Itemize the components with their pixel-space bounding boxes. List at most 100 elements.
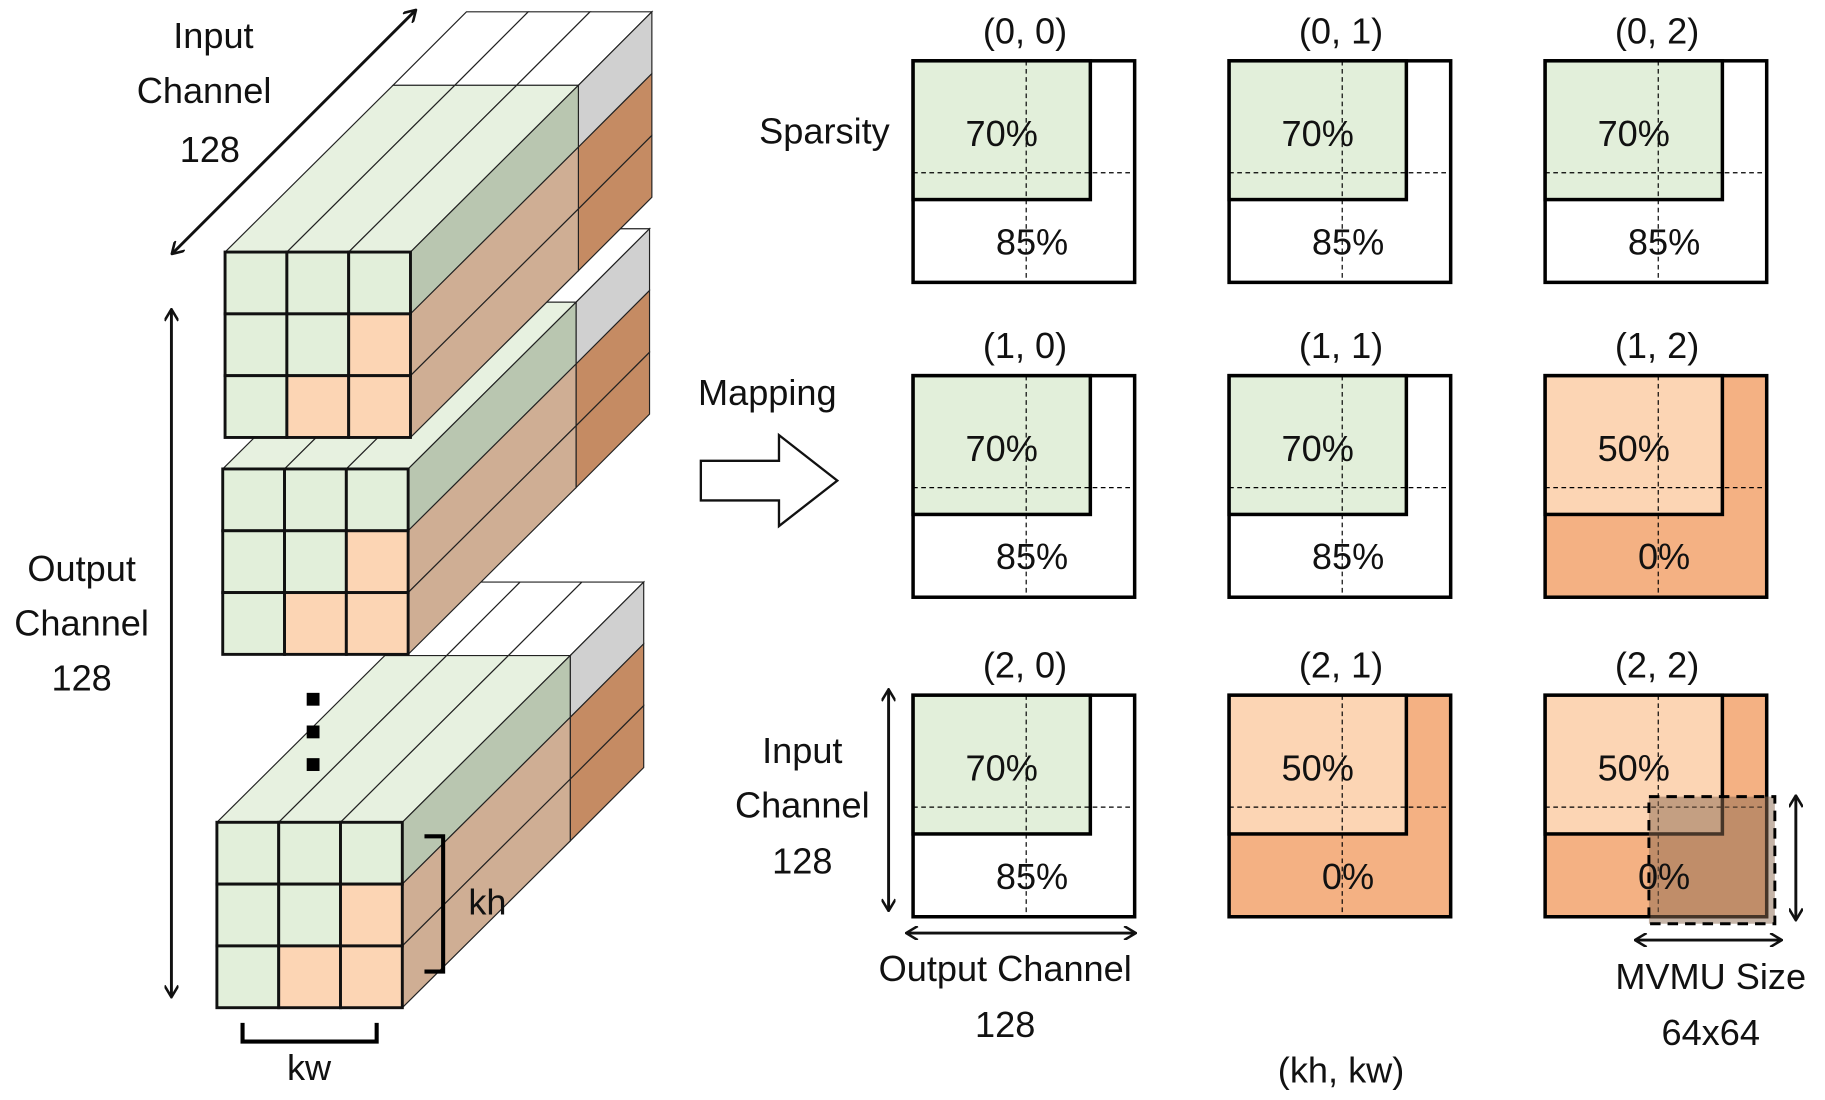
kernel-cell — [285, 312, 351, 378]
position-label: (1, 1) — [1299, 325, 1383, 366]
kernel-position-grid-text: (0, 0)70%85%(0, 1)70%85%(0, 2)70%85%(1, … — [966, 10, 1701, 896]
kernel-position-cell-text: (0, 2) 70% 85% — [1598, 10, 1701, 262]
right-output-channel-label: Output Channel — [879, 948, 1132, 989]
position-label: (2, 2) — [1615, 645, 1699, 686]
kw-bracket — [240, 1022, 379, 1044]
kernel-cell — [283, 591, 348, 656]
kernel-cell — [215, 882, 281, 948]
outer-sparsity-value: 0% — [1638, 536, 1690, 577]
kernel-cell — [285, 374, 351, 439]
kernel-position-cell — [1227, 373, 1453, 599]
input-channel-label: Channel — [137, 70, 272, 111]
kernel-position-cell-text: (2, 1)50%0% — [1282, 645, 1384, 897]
crossbar-inner — [1227, 59, 1409, 202]
kernel-position-cell — [1543, 373, 1769, 599]
kernel-cell — [221, 591, 286, 656]
outer-sparsity-value: 85% — [996, 856, 1068, 897]
crossbar-inner — [1543, 373, 1725, 517]
kernel-position-cell — [911, 59, 1137, 285]
position-label: (2, 1) — [1299, 645, 1383, 686]
inner-sparsity-value: 70% — [1282, 113, 1354, 154]
input-channel-value: 128 — [180, 129, 240, 170]
right-input-channel-label: Channel — [735, 785, 870, 826]
kernel-cell — [283, 467, 348, 533]
kernel-cell — [221, 467, 286, 533]
kernel-position-cell-text: (0, 0)70%85% — [966, 10, 1069, 262]
right-output-channel-value: 128 — [975, 1004, 1035, 1045]
sparsity-label: Sparsity — [759, 111, 890, 152]
output-channel-label: Output — [27, 548, 136, 589]
kh-label: kh — [468, 881, 506, 922]
mvmu-size-value: 64x64 — [1661, 1012, 1759, 1053]
inner-sparsity-value: 70% — [1598, 113, 1670, 154]
outer-sparsity-value: 85% — [996, 221, 1068, 262]
mapping-label: Mapping — [698, 372, 837, 413]
kernel-cell — [277, 820, 342, 886]
kernel-cell — [344, 591, 410, 656]
output-channel-label: Channel — [14, 603, 149, 644]
kernel-position-cell-text: (1, 2) 50% 0% — [1598, 325, 1700, 577]
outer-sparsity-value: 85% — [1628, 221, 1700, 262]
kernel-position-cell-text: (0, 1) 70% 85% — [1282, 10, 1385, 262]
kernel-cell — [223, 312, 289, 378]
ellipsis-dots — [306, 692, 320, 771]
crossbar-inner — [911, 59, 1093, 202]
kernel-cell — [347, 250, 412, 316]
outer-sparsity-value: 0% — [1638, 856, 1690, 897]
kernel-position-cell — [911, 373, 1137, 599]
outer-sparsity-value: 85% — [996, 536, 1068, 577]
kernel-position-cell-text: (2, 2) 50% 0% — [1598, 645, 1700, 897]
kernel-cell — [283, 529, 348, 595]
kernel-cell — [339, 944, 404, 1010]
kernel-cell — [215, 820, 281, 886]
input-channel-arrow — [173, 11, 416, 254]
kernel-cell — [223, 250, 289, 316]
kernel-cell — [347, 312, 412, 378]
kernel-cell — [215, 944, 281, 1010]
crossbar-inner — [1543, 59, 1725, 202]
output-channel-value: 128 — [51, 658, 111, 699]
kernel-cell — [277, 882, 342, 948]
kernel-position-cell-text: (1, 0) 70% 85% — [966, 325, 1069, 577]
inner-sparsity-value: 70% — [966, 747, 1038, 788]
right-input-channel-label: Input — [762, 730, 842, 771]
crossbar-inner — [911, 693, 1093, 836]
mvmu-size-label: MVMU Size — [1615, 956, 1806, 997]
inner-sparsity-value: 50% — [1598, 747, 1670, 788]
kernel-cell — [347, 374, 412, 439]
kernel-cell — [221, 529, 286, 595]
kernel-blocks — [215, 10, 654, 1010]
kernel-position-cell — [911, 693, 1137, 919]
kernel-position-grid — [911, 59, 1769, 919]
outer-sparsity-value: 85% — [1312, 536, 1384, 577]
kw-label: kw — [287, 1047, 332, 1088]
position-label: (0, 1) — [1299, 10, 1383, 51]
kh-kw-axis-label: (kh, kw) — [1278, 1049, 1405, 1090]
outer-sparsity-value: 85% — [1312, 221, 1384, 262]
kernel-cell — [277, 944, 342, 1010]
position-label: (2, 0) — [983, 645, 1067, 686]
input-channel-label: Input — [173, 15, 253, 56]
crossbar-inner — [1227, 373, 1409, 517]
kh-bracket — [424, 834, 446, 974]
mapping-arrow-icon — [699, 432, 840, 529]
position-label: (1, 2) — [1615, 325, 1699, 366]
crossbar-inner — [911, 373, 1093, 517]
kernel-position-cell — [1227, 693, 1453, 919]
kernel-cell — [344, 529, 410, 595]
kernel-position-cell — [1227, 59, 1453, 285]
kernel-cell — [285, 250, 351, 316]
kernel-cell — [339, 820, 404, 886]
inner-sparsity-value: 70% — [1282, 428, 1354, 469]
position-label: (0, 0) — [983, 10, 1067, 51]
kernel-position-cell-text: (1, 1) 70% 85% — [1282, 325, 1385, 577]
position-label: (0, 2) — [1615, 10, 1699, 51]
position-label: (1, 0) — [983, 325, 1067, 366]
crossbar-inner — [1227, 693, 1409, 836]
inner-sparsity-value: 50% — [1598, 428, 1670, 469]
kernel-position-cell-text: (2, 0) 70% 85% — [966, 645, 1069, 897]
inner-sparsity-value: 70% — [966, 428, 1038, 469]
inner-sparsity-value: 50% — [1282, 747, 1354, 788]
kernel-position-cell — [1543, 59, 1769, 285]
